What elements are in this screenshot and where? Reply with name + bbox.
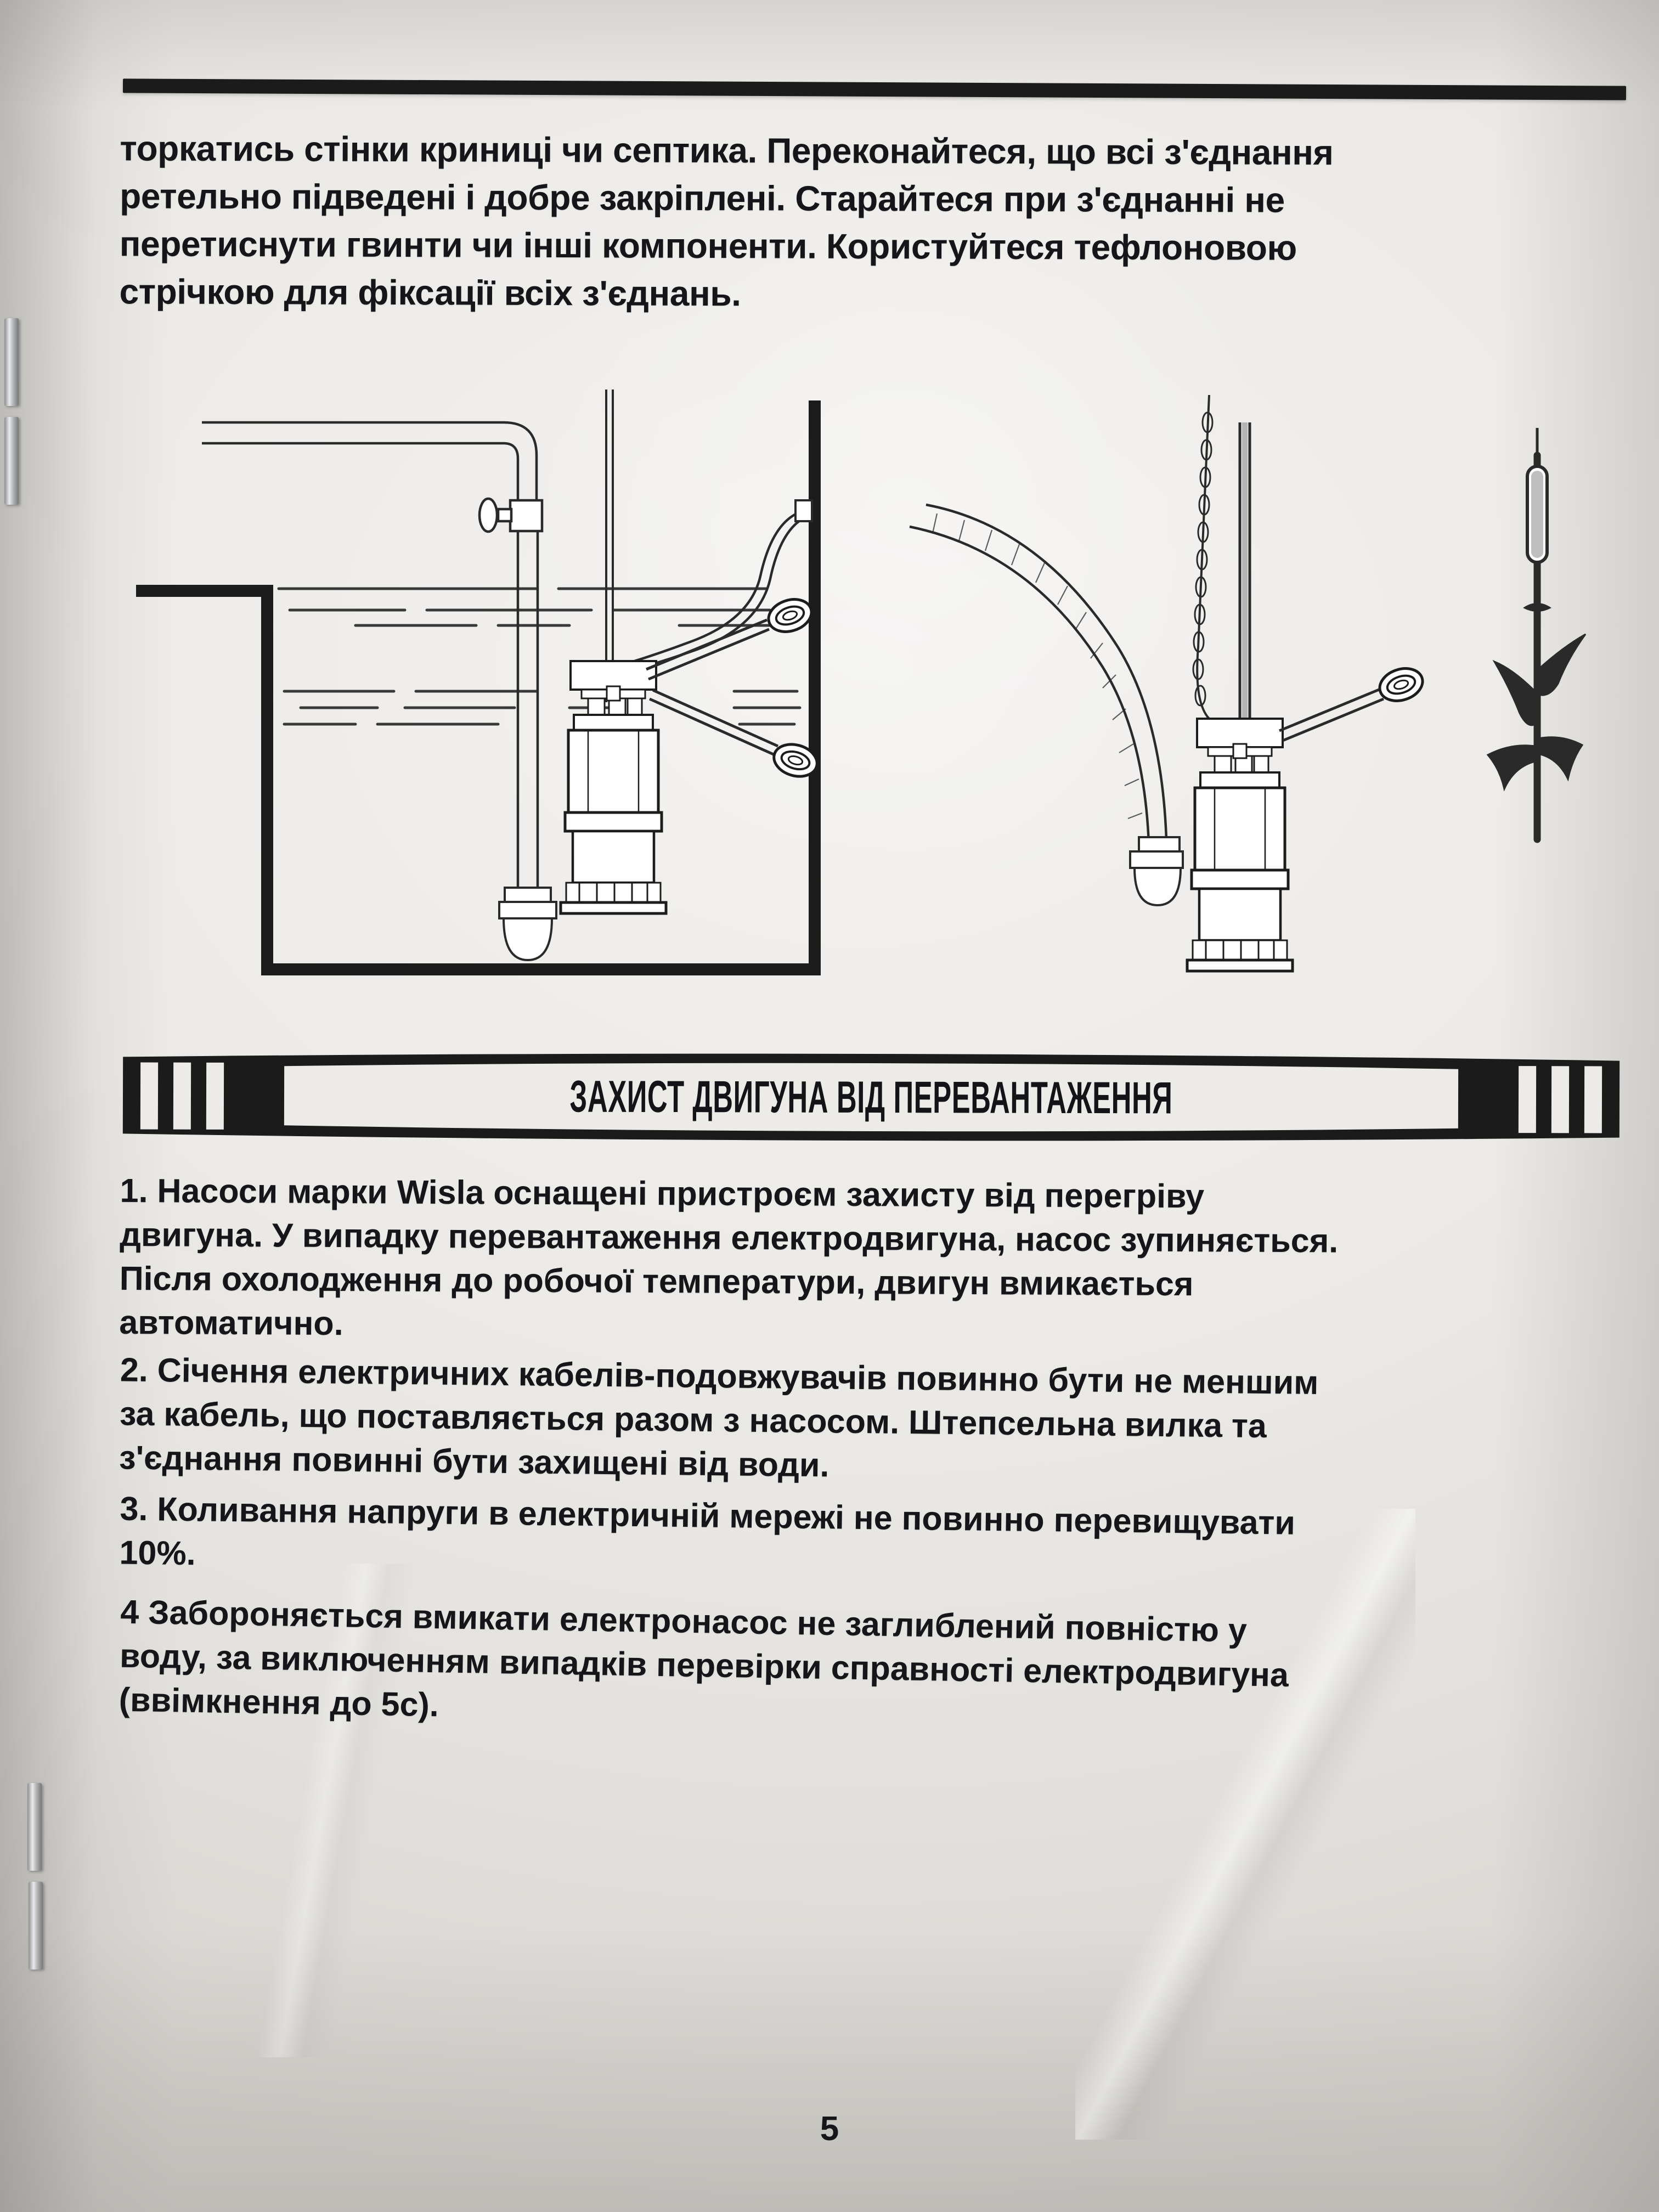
- list-item: 2. Січення електричних кабелів-подовжува…: [119, 1348, 1601, 1496]
- list-item: 1. Насоси марки Wisla оснащені пристроєм…: [119, 1169, 1601, 1352]
- figure-reed-plant: [1486, 428, 1587, 843]
- binding-staple: [27, 1783, 42, 1871]
- list-item-line: 1. Насоси марки Wisla оснащені пристроєм…: [120, 1172, 1205, 1215]
- intro-line: стрічкою для фіксації всіх з'єднань.: [119, 272, 741, 314]
- list-item: 3. Коливання напруги в електричній мереж…: [119, 1487, 1601, 1593]
- header-rule: [122, 78, 1627, 100]
- banner-frame: [122, 1053, 1620, 1141]
- intro-line: ретельно підведені і добре закріплені. С…: [120, 176, 1285, 220]
- installation-diagrams: [136, 390, 1587, 976]
- intro-paragraph: торкатись стінки криниці чи септика. Пер…: [119, 125, 1612, 321]
- binding-staple: [29, 1882, 43, 1970]
- list-item-line: Після охолодження до робочої температури…: [119, 1259, 1194, 1303]
- page-number: 5: [820, 2110, 839, 2148]
- figure-strip: [120, 362, 1634, 1048]
- instruction-list: 1. Насоси марки Wisla оснащені пристроєм…: [119, 1172, 1601, 1734]
- list-item-line: автоматично.: [119, 1303, 343, 1342]
- binding-staple: [4, 417, 19, 505]
- figure-pump-with-hose: [909, 395, 1427, 971]
- float-switch-upper: [764, 594, 815, 637]
- page-content: торкатись стінки криниці чи септика. Пер…: [119, 78, 1634, 1740]
- section-title: ЗАХИСТ ДВИГУНА ВІД ПЕРЕВАНТАЖЕННЯ: [569, 1071, 1173, 1124]
- figure-pump-in-well: [136, 390, 821, 976]
- section-banner: ЗАХИСТ ДВИГУНА ВІД ПЕРЕВАНТАЖЕННЯ: [120, 1052, 1623, 1143]
- list-item: 4 Забороняється вмикати електронасос не …: [119, 1590, 1602, 1746]
- binding-staple: [4, 318, 19, 406]
- intro-line: торкатись стінки криниці чи септика. Пер…: [120, 128, 1334, 172]
- list-item-line: двигуна. У випадку перевантаження електр…: [120, 1215, 1339, 1260]
- intro-line: перетиснути гвинти чи інші компоненти. К…: [119, 224, 1297, 268]
